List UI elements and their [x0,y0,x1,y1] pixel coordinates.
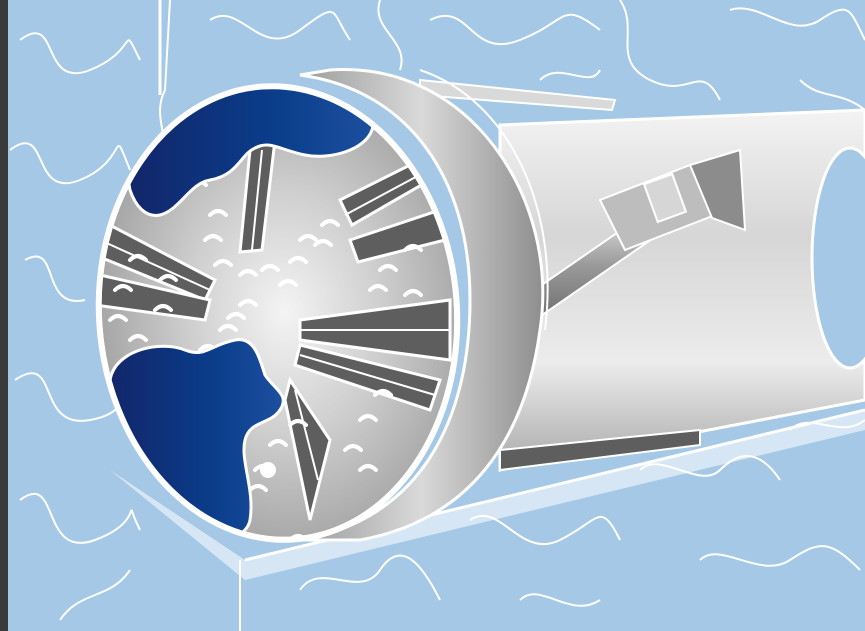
left-frame-edge [0,0,8,631]
center-bolt [260,462,276,478]
